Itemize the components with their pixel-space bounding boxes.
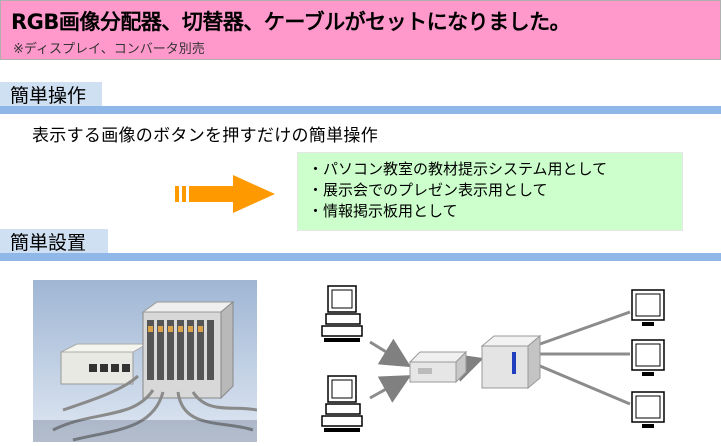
display-monitor-icon — [631, 391, 665, 428]
usage-list-box: ・パソコン教室の教材提示システム用として ・展示会でのプレゼン表示用として ・情… — [297, 152, 683, 231]
title-banner: RGB画像分配器、切替器、ケーブルがセットになりました。 ※ディスプレイ、コンバ… — [0, 0, 721, 60]
section-divider-setup — [0, 253, 721, 261]
usage-item: ・パソコン教室の教材提示システム用として — [308, 160, 608, 178]
display-monitor-icon — [631, 339, 665, 376]
usage-item: ・展示会でのプレゼン表示用として — [308, 181, 548, 199]
operation-description: 表示する画像のボタンを押すだけの簡単操作 — [32, 126, 378, 146]
distributor-box-icon — [408, 350, 468, 384]
product-photo — [33, 280, 257, 442]
connection-diagram — [321, 285, 665, 432]
desktop-computer-icon — [321, 285, 363, 342]
switcher-unit-icon — [480, 334, 542, 390]
page-subtitle: ※ディスプレイ、コンバータ別売 — [13, 42, 205, 57]
display-monitor-icon — [631, 289, 665, 326]
page-title: RGB画像分配器、切替器、ケーブルがセットになりました。 — [11, 10, 571, 34]
arrow-right-icon — [175, 175, 275, 213]
usage-item: ・情報掲示板用として — [308, 202, 458, 220]
section-divider-operation — [0, 106, 721, 114]
desktop-computer-icon — [321, 375, 363, 432]
